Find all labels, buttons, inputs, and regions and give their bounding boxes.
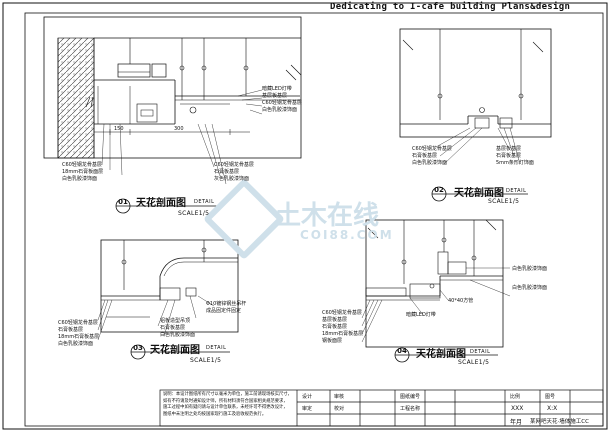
detail-01-frame <box>43 16 302 159</box>
detail-01-dim-2: 300 <box>174 126 184 132</box>
detail-04-number: 04 <box>397 347 407 355</box>
detail-03-notes-mid: 铝板造型吊顶石膏板基层白色乳胶漆饰面 <box>160 318 196 338</box>
detail-02-number: 02 <box>434 186 444 194</box>
tb-cell-design: 设计 <box>302 394 313 400</box>
watermark-en: COI88.COM <box>300 228 394 242</box>
detail-03-title: 天花剖面图 <box>150 345 200 356</box>
detail-02-title: 天花剖面图 <box>454 188 504 199</box>
tb-cell-xxx: XXX <box>511 405 524 412</box>
detail-03-scale: SCALE1/5 <box>190 357 222 364</box>
detail-04-notes-mid-2: 40*40方管 <box>448 298 474 304</box>
detail-01-scale: SCALE1/5 <box>178 210 210 217</box>
detail-01-notes-mid: C60轻钢龙骨基层石膏板基层灰色乳胶漆饰面 <box>214 162 254 182</box>
detail-02-section <box>399 28 552 165</box>
title-block-notes: 说明：本设计图纸所有尺寸以毫米为单位，施工前请现场核实尺寸，如有不符请及时通知设… <box>163 392 292 417</box>
title-block <box>159 389 604 427</box>
tb-cell-approve: 审定 <box>302 406 313 412</box>
detail-03-number: 03 <box>133 344 143 352</box>
tb-cell-drawing-no-label: 图纸编号 <box>400 394 421 400</box>
detail-04-notes-mid: 暗藏LED灯带 <box>406 312 436 318</box>
detail-03-frame <box>100 239 239 333</box>
detail-02-notes-left: C60轻钢龙骨基层石膏板基层白色乳胶漆饰面 <box>412 146 452 166</box>
tb-cell-date: 年月 <box>510 419 523 426</box>
detail-02-tag: DETAIL <box>506 188 527 194</box>
tb-cell-sheet-label: 图号 <box>545 394 556 400</box>
tb-cell-project-label: 工程名称 <box>400 406 421 412</box>
detail-01-title: 天花剖面图 <box>136 198 186 209</box>
title-underlines <box>116 193 528 356</box>
sheet-header: Dedicating to I-cafe building Plans&desi… <box>330 2 571 12</box>
tb-cell-check: 校对 <box>334 406 345 412</box>
detail-04-tag: DETAIL <box>470 349 491 355</box>
tb-cell-scale-label: 比例 <box>510 394 521 400</box>
detail-03-section <box>97 239 239 341</box>
detail-04-section <box>361 219 511 348</box>
detail-01-tag: DETAIL <box>194 199 215 205</box>
detail-04-notes-right: 白色乳胶漆饰面白色乳胶漆饰面 <box>512 266 548 291</box>
detail-04-frame <box>365 219 504 348</box>
detail-03-notes-right: Φ10镀锌钢丝吊杆成品固定件固定 <box>206 301 247 314</box>
tb-project-name: 某网吧天花·墙体施工CC <box>530 419 589 425</box>
detail-04-title: 天花剖面图 <box>416 349 466 360</box>
wall-hatch <box>57 37 95 159</box>
watermark-cn: 土木在线 <box>275 201 380 231</box>
detail-02-scale: SCALE1/5 <box>488 198 520 205</box>
detail-01-number: 01 <box>118 198 128 206</box>
tb-cell-scale-value: X:X <box>547 405 558 412</box>
detail-01-dim-1: 150 <box>114 126 124 132</box>
detail-01-section <box>43 16 302 185</box>
tb-cell-review: 审核 <box>334 394 345 400</box>
detail-04-scale: SCALE1/5 <box>458 359 490 366</box>
detail-02-frame <box>399 28 552 138</box>
detail-03-tag: DETAIL <box>206 345 227 351</box>
